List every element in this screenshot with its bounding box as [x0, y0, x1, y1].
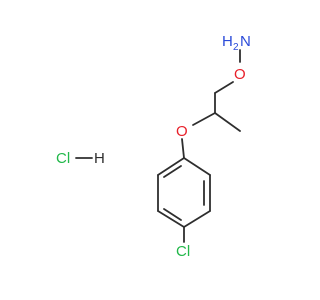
bond-ch-ch3: [214, 112, 241, 132]
oxygen-aryl-label: O: [176, 123, 188, 140]
salt-hydrogen-label: H: [94, 150, 105, 167]
ring-double-2: [163, 208, 182, 221]
amine-n-atom: N: [240, 33, 251, 50]
bond-ch-o: [192, 112, 216, 126]
ring-bond-4: [157, 210, 185, 228]
amine-n-label: H: [222, 33, 233, 50]
bond-o-aryl: [181, 138, 185, 159]
ring-bond-6: [157, 157, 185, 176]
bond-o-ch2: [214, 81, 234, 94]
molecule-structure: H 2 N O O Cl Cl H: [56, 33, 251, 260]
ring-chlorine-label: Cl: [176, 243, 190, 260]
amine-h2-sub: 2: [233, 42, 239, 53]
ring-double-3: [163, 165, 182, 178]
ring-bond-1: [183, 157, 211, 176]
salt-chlorine-label: Cl: [56, 150, 70, 167]
ring-bond-3: [183, 210, 211, 228]
oxygen-top-label: O: [234, 66, 246, 83]
